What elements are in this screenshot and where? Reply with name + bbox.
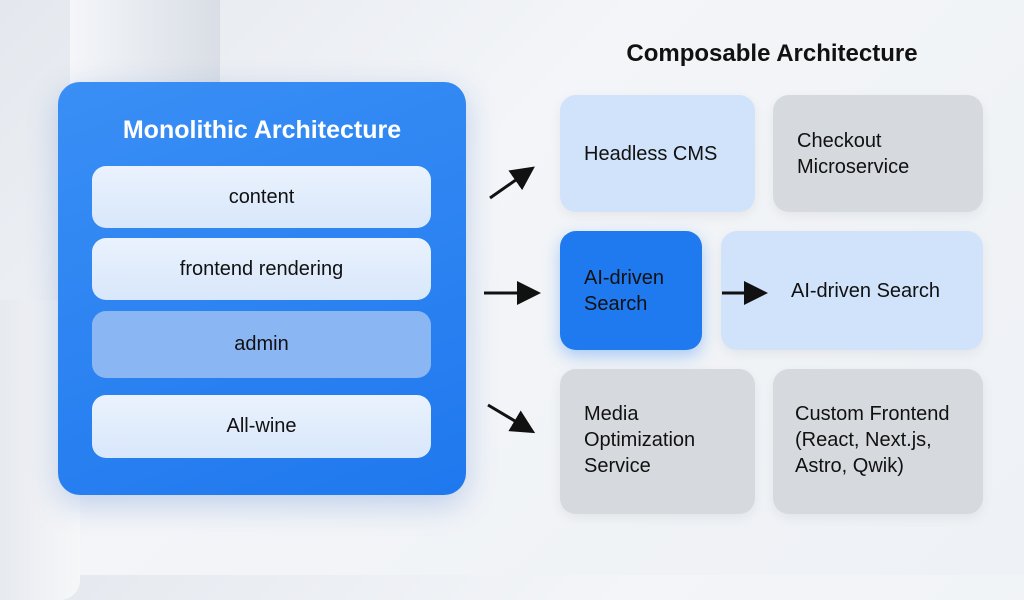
composable-title: Composable Architecture bbox=[626, 40, 918, 67]
layer-admin: admin bbox=[92, 311, 431, 378]
layer-frontend-rendering: frontend rendering bbox=[92, 238, 431, 300]
custom-frontend-card: Custom Frontend (React, Next.js, Astro, … bbox=[773, 369, 983, 514]
layer-content: content bbox=[92, 166, 431, 228]
media-optimization-card: Media Optimization Service bbox=[560, 369, 755, 514]
arrow-icon bbox=[487, 403, 536, 434]
headless-cms-card: Headless CMS bbox=[560, 95, 755, 212]
layer-all-wine: All-wine bbox=[92, 395, 431, 458]
arrows bbox=[484, 166, 768, 434]
arrow-icon bbox=[489, 166, 535, 200]
monolithic-title: Monolithic Architecture bbox=[122, 116, 402, 144]
checkout-microservice-card: Checkout Microservice bbox=[773, 95, 983, 212]
ai-driven-search-highlight-card: AI-driven Search bbox=[560, 231, 702, 350]
monolithic-architecture-panel: Monolithic Architecture content frontend… bbox=[58, 82, 466, 495]
